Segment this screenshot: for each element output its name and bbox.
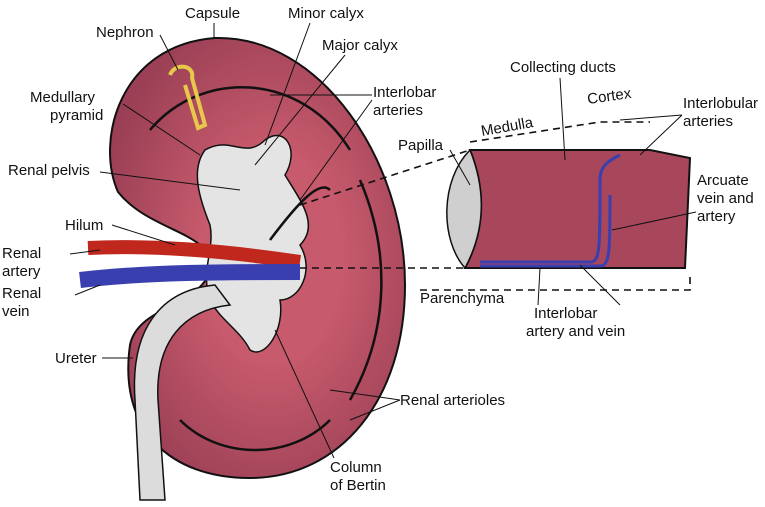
inset-papilla: [446, 148, 482, 270]
renal-vein-vessel: [79, 264, 301, 288]
label-medullary-pyramid-2: pyramid: [50, 107, 103, 124]
label-column-of-bertin-2: of Bertin: [330, 477, 386, 494]
label-renal-vein-1: Renal: [2, 285, 41, 302]
label-interlobar-artery-vein-2: artery and vein: [526, 323, 625, 340]
label-column-of-bertin-1: Column: [330, 459, 382, 476]
parenchyma-bracket: [420, 272, 691, 291]
label-renal-pelvis: Renal pelvis: [8, 162, 90, 179]
arcuate-vessels: [149, 85, 383, 452]
label-major-calyx: Major calyx: [322, 37, 398, 54]
label-renal-artery-1: Renal: [2, 245, 41, 262]
label-arcuate-3: artery: [697, 208, 736, 225]
label-interlobular-arteries-1: Interlobular: [683, 95, 758, 112]
label-papilla: Papilla: [398, 137, 444, 154]
label-arcuate-2: vein and: [697, 190, 754, 207]
nephron-shape: [168, 64, 208, 131]
label-medullary-pyramid-1: Medullary: [30, 89, 96, 106]
label-renal-vein-2: vein: [2, 303, 30, 320]
label-renal-artery-2: artery: [2, 263, 41, 280]
inset-connector-top: [299, 149, 471, 206]
leader-lines: [69, 22, 697, 459]
renal-artery-vessel: [87, 240, 302, 269]
label-parenchyma: Parenchyma: [420, 290, 505, 307]
label-nephron: Nephron: [96, 24, 154, 41]
inset-section: [463, 149, 692, 269]
label-renal-arterioles: Renal arterioles: [400, 392, 505, 409]
label-capsule: Capsule: [185, 5, 240, 22]
label-interlobar-artery-vein-1: Interlobar: [534, 305, 597, 322]
label-arcuate-1: Arcuate: [697, 172, 749, 189]
label-cortex: Cortex: [586, 85, 633, 108]
label-interlobar-arteries-1: Interlobar: [373, 84, 436, 101]
label-minor-calyx: Minor calyx: [288, 5, 364, 22]
label-collecting-ducts: Collecting ducts: [510, 59, 616, 76]
ureter-shape: [133, 284, 232, 501]
label-interlobular-arteries-2: arteries: [683, 113, 733, 130]
label-hilum: Hilum: [65, 217, 103, 234]
label-ureter: Ureter: [55, 350, 97, 367]
label-interlobar-arteries-2: arteries: [373, 102, 423, 119]
inset-vessels: [480, 153, 621, 268]
